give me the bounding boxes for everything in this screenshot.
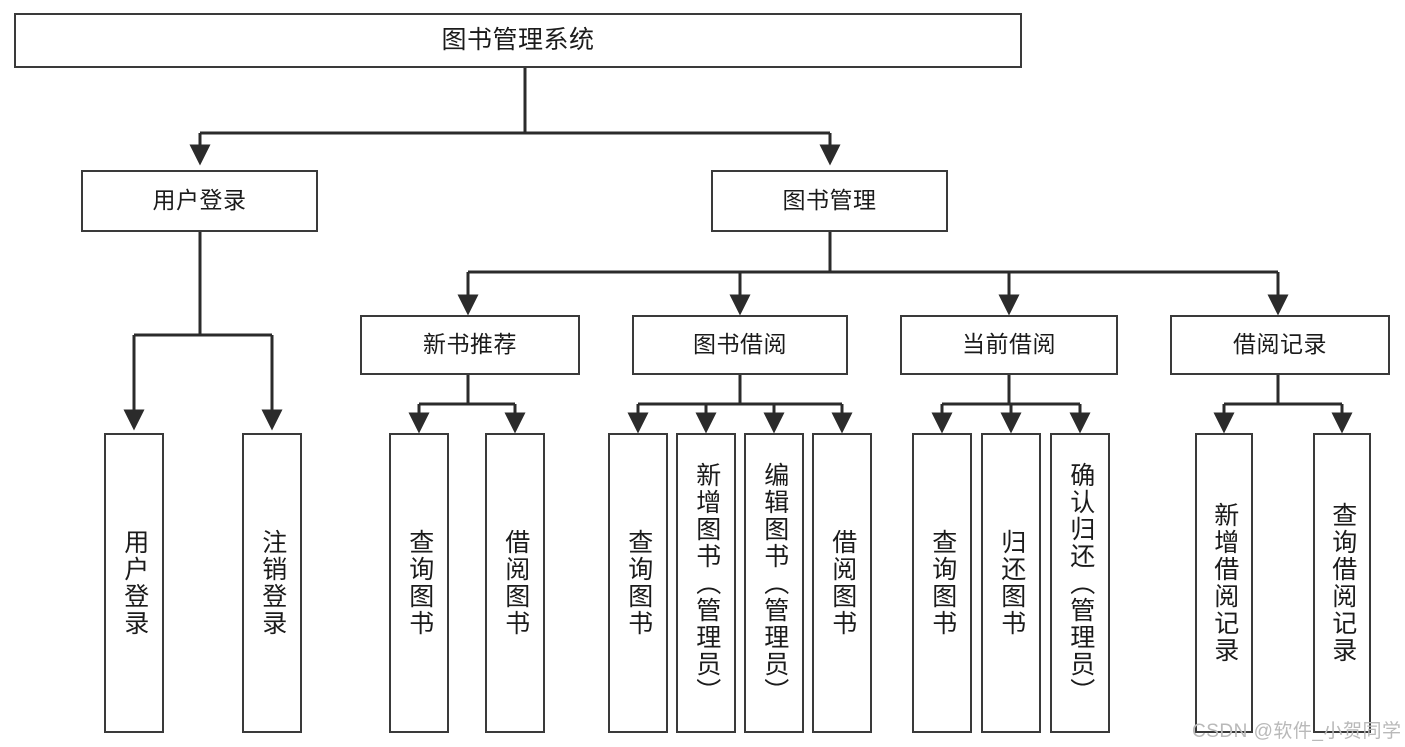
leaf-current-confirm-return-admin[interactable]: 确认归还（管理员）	[1050, 433, 1110, 733]
leaf-current-return-book[interactable]: 归还图书	[981, 433, 1041, 733]
leaf-recommend-query-book[interactable]: 查询图书	[389, 433, 449, 733]
node-label: 新增借阅记录	[1210, 502, 1239, 664]
leaf-borrow-edit-book-admin[interactable]: 编辑图书（管理员）	[744, 433, 804, 733]
node-label: 确认归还（管理员）	[1066, 461, 1095, 705]
node-root-system[interactable]: 图书管理系统	[14, 13, 1022, 68]
leaf-borrow-add-book-admin[interactable]: 新增图书（管理员）	[676, 433, 736, 733]
node-label: 归还图书	[997, 529, 1026, 637]
node-current-borrow[interactable]: 当前借阅	[900, 315, 1118, 375]
node-label: 新书推荐	[423, 331, 517, 358]
node-label: 图书管理系统	[441, 25, 595, 54]
node-borrow-record[interactable]: 借阅记录	[1170, 315, 1390, 375]
watermark-text: CSDN @软件_小贺同学	[1192, 721, 1402, 742]
node-label: 查询借阅记录	[1328, 502, 1357, 664]
node-label: 图书管理	[782, 187, 877, 214]
node-label: 借阅图书	[501, 529, 530, 637]
leaf-recommend-borrow-book[interactable]: 借阅图书	[485, 433, 545, 733]
node-label: 注销登录	[258, 529, 287, 637]
node-label: 借阅记录	[1233, 331, 1327, 358]
node-label: 编辑图书（管理员）	[760, 461, 789, 705]
node-user-login[interactable]: 用户登录	[81, 170, 318, 232]
leaf-user-login-signin[interactable]: 用户登录	[104, 433, 164, 733]
node-book-management[interactable]: 图书管理	[711, 170, 948, 232]
node-label: 用户登录	[120, 529, 149, 637]
node-label: 图书借阅	[693, 331, 787, 358]
leaf-user-login-signout[interactable]: 注销登录	[242, 433, 302, 733]
node-label: 借阅图书	[828, 529, 857, 637]
leaf-borrow-borrow-book[interactable]: 借阅图书	[812, 433, 872, 733]
node-label: 新增图书（管理员）	[692, 461, 721, 705]
node-book-borrow[interactable]: 图书借阅	[632, 315, 848, 375]
leaf-record-query-record[interactable]: 查询借阅记录	[1313, 433, 1371, 733]
node-label: 查询图书	[405, 529, 434, 637]
node-label: 用户登录	[152, 187, 247, 214]
node-label: 查询图书	[928, 529, 957, 637]
leaf-current-query-book[interactable]: 查询图书	[912, 433, 972, 733]
node-label: 查询图书	[624, 529, 653, 637]
node-new-book-recommend[interactable]: 新书推荐	[360, 315, 580, 375]
node-label: 当前借阅	[962, 331, 1056, 358]
leaf-borrow-query-book[interactable]: 查询图书	[608, 433, 668, 733]
leaf-record-add-record[interactable]: 新增借阅记录	[1195, 433, 1253, 733]
